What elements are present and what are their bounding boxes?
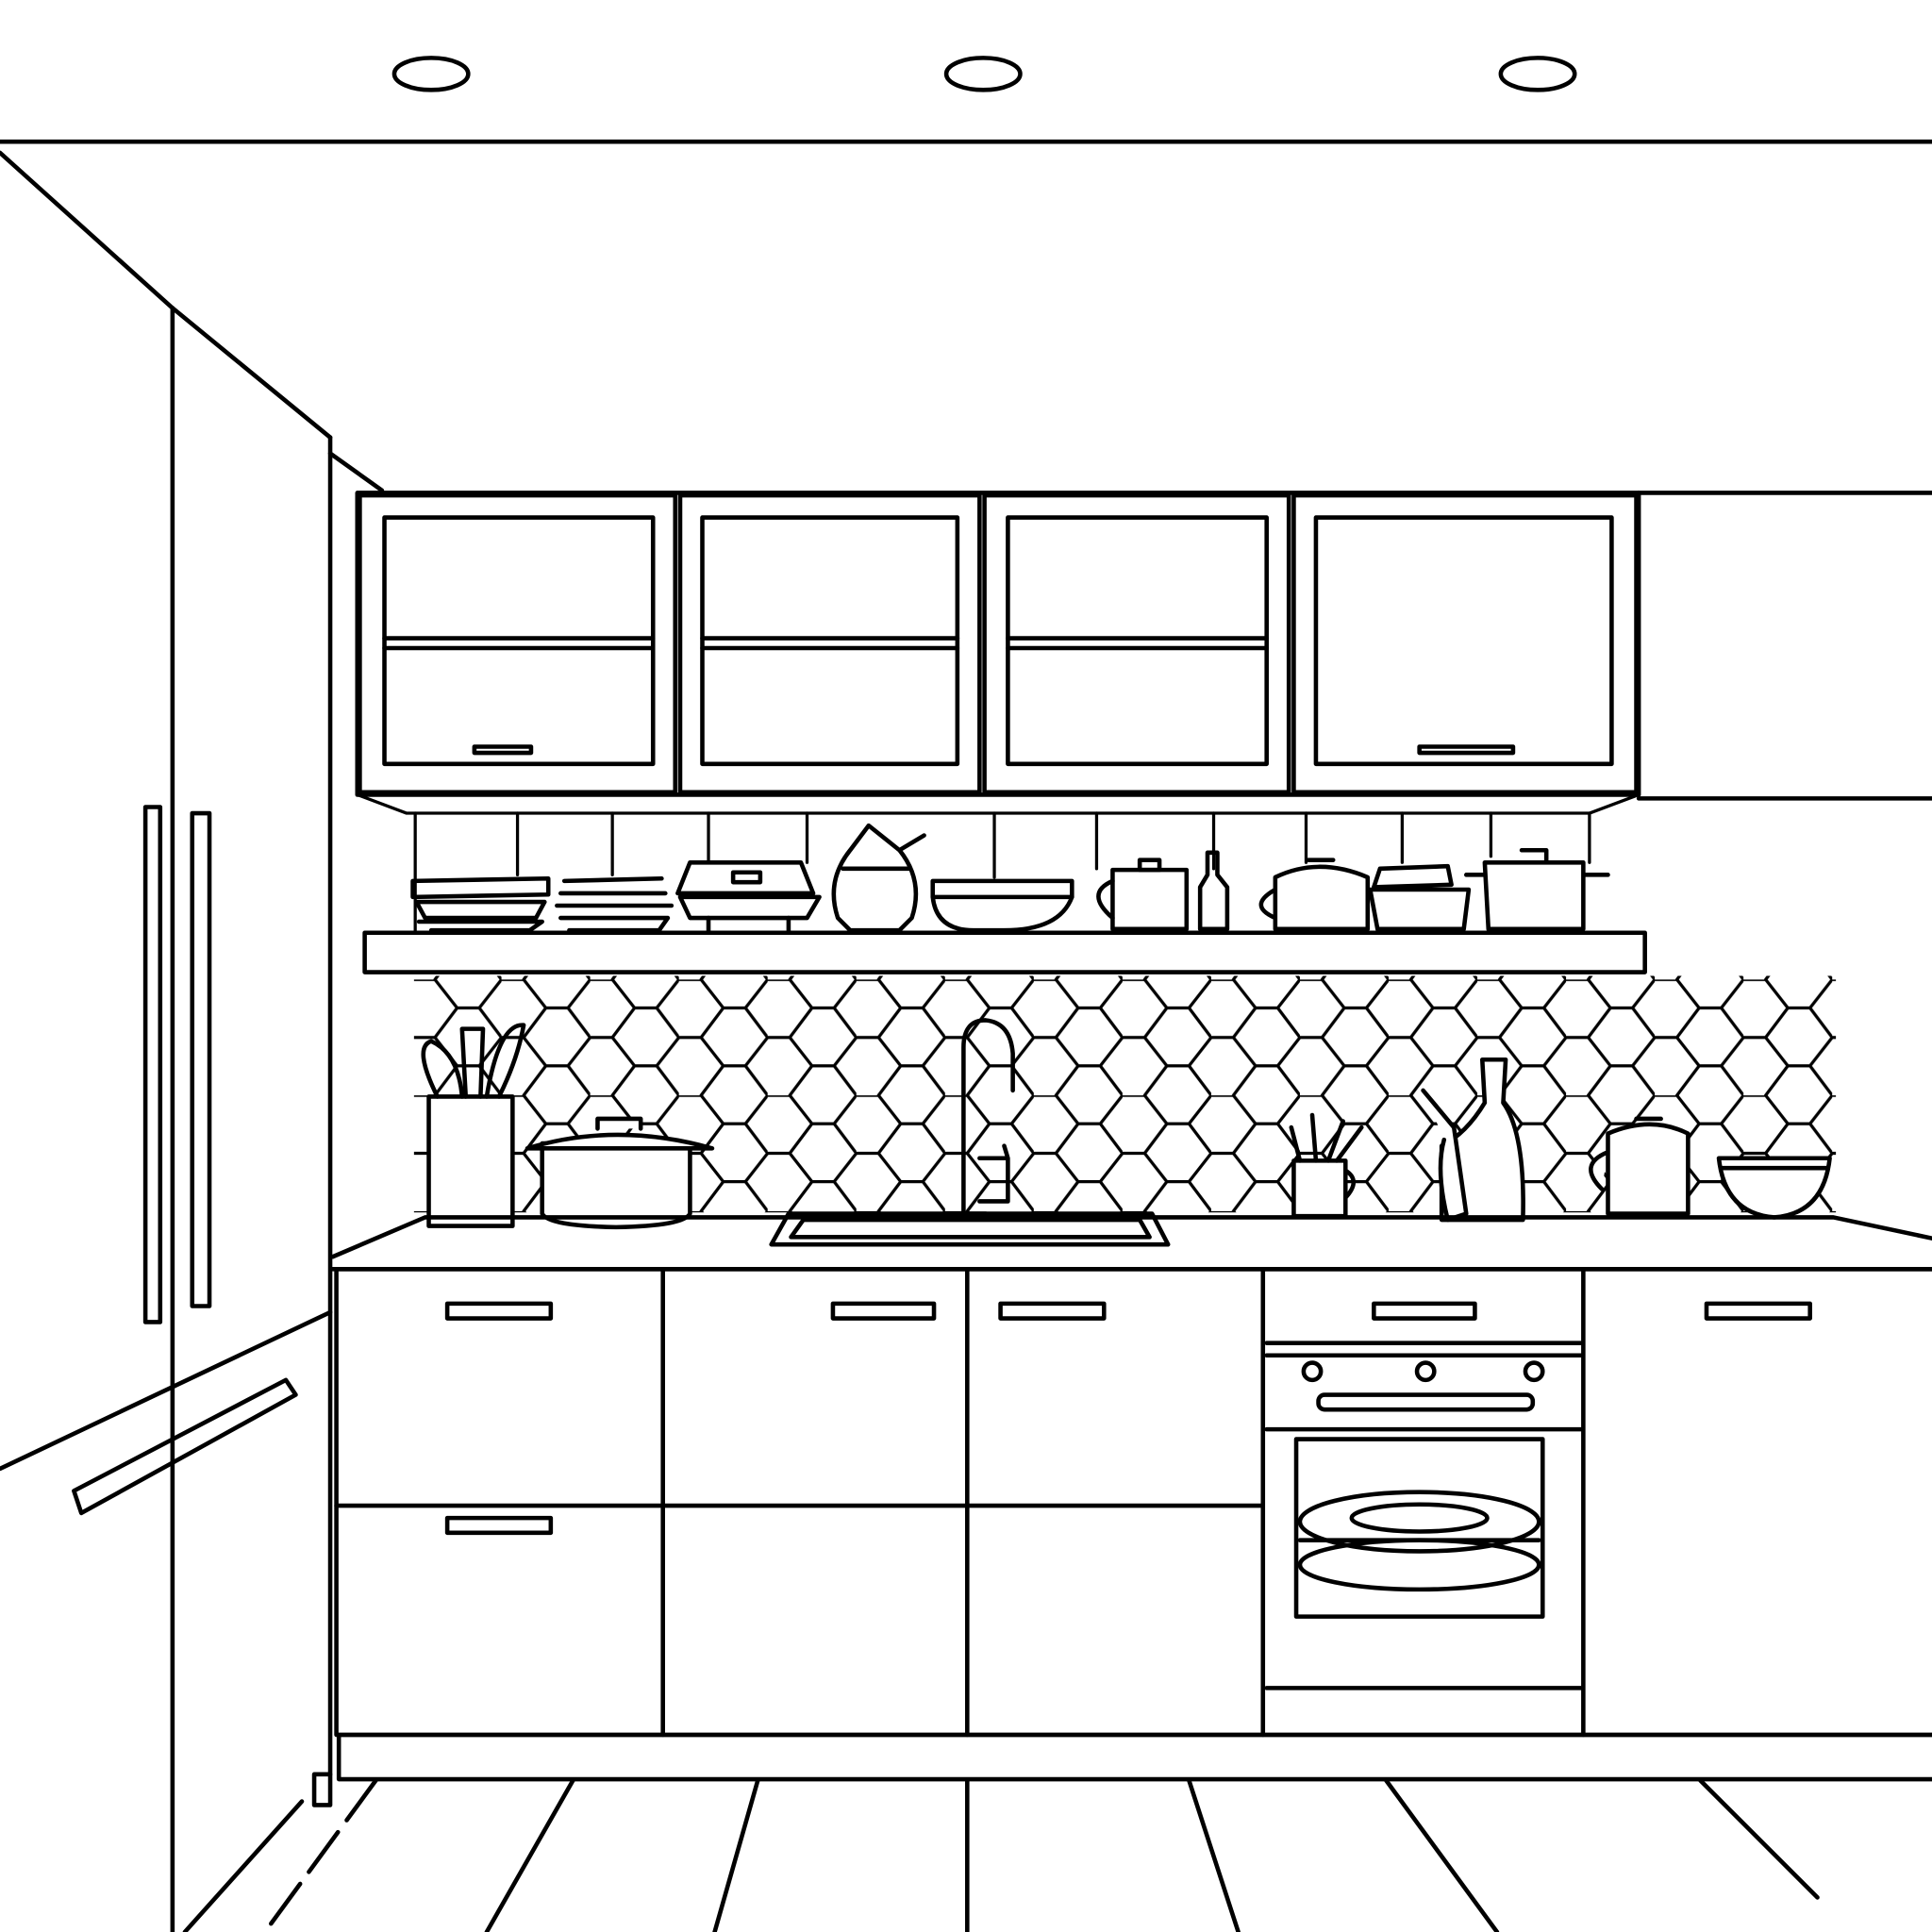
- pot: [1368, 863, 1472, 932]
- fridge-handle[interactable]: [190, 810, 212, 1308]
- oven-handle: [1316, 1392, 1536, 1412]
- ceiling-light: [391, 56, 471, 92]
- cabinet-door[interactable]: [830, 1301, 937, 1321]
- left-wall: [0, 150, 385, 493]
- cabinet-handle: [1704, 1301, 1812, 1321]
- drawer[interactable]: [444, 1301, 554, 1321]
- drawer-handle: [444, 1515, 554, 1536]
- cabinet-handle: [830, 1301, 937, 1321]
- oven-knob: [1301, 1360, 1324, 1383]
- cabinet-door[interactable]: [1291, 492, 1639, 795]
- fridge-handle[interactable]: [142, 805, 163, 1324]
- bottle: [1197, 850, 1230, 932]
- mug: [1096, 858, 1190, 932]
- utensil-cup: [1289, 1112, 1364, 1219]
- pot: [1258, 858, 1371, 932]
- floor-planks: [182, 1778, 1820, 1932]
- pot: [1464, 847, 1610, 932]
- oven-window: [1293, 1437, 1545, 1619]
- drawer-handle: [444, 1301, 554, 1321]
- utensil-holder: [421, 1023, 526, 1228]
- plate-stack: [555, 875, 675, 933]
- upper-cabinets: [355, 491, 1932, 815]
- oven[interactable]: [1264, 1301, 1584, 1690]
- plinth: [336, 1732, 1932, 1782]
- ceiling-light: [1498, 56, 1577, 92]
- cabinet-door[interactable]: [982, 492, 1291, 795]
- cabinet-door[interactable]: [677, 492, 982, 795]
- ceiling: [0, 56, 1932, 144]
- oven-drawer-handle: [1372, 1301, 1477, 1321]
- bottles: [1421, 1057, 1525, 1223]
- freezer-handle[interactable]: [72, 1377, 298, 1516]
- toaster: [675, 859, 822, 933]
- cabinet-handle[interactable]: [1417, 744, 1516, 756]
- bowl: [930, 878, 1074, 933]
- oven-knob: [1414, 1360, 1437, 1383]
- lower-cabinets: [334, 1267, 1932, 1782]
- cabinet-door[interactable]: [358, 492, 678, 795]
- drawer[interactable]: [444, 1515, 554, 1536]
- plate-stack: [410, 875, 551, 933]
- jar: [831, 823, 926, 933]
- countertop-items: [421, 1018, 1832, 1247]
- cabinet-handle: [998, 1301, 1107, 1321]
- teapot: [1589, 1116, 1690, 1216]
- refrigerator: [0, 306, 333, 1932]
- cabinet-handle[interactable]: [472, 744, 534, 756]
- ceiling-light: [943, 56, 1023, 92]
- sink[interactable]: [769, 1211, 1171, 1247]
- oven-knob: [1523, 1360, 1545, 1383]
- open-shelf: [362, 811, 1647, 974]
- cabinet-door[interactable]: [1704, 1301, 1812, 1321]
- cabinet-door[interactable]: [998, 1301, 1107, 1321]
